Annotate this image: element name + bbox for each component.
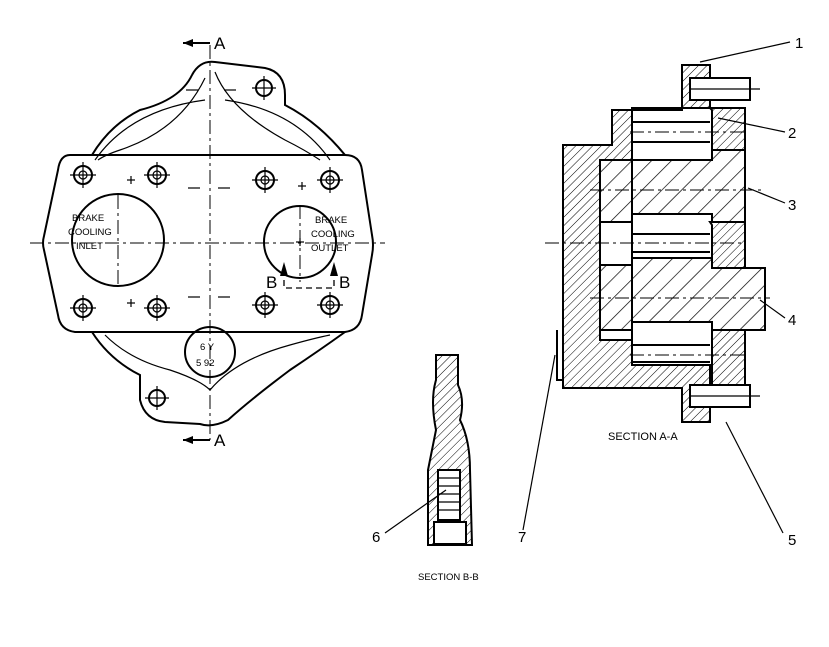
housing-section	[562, 64, 711, 423]
date-stamp-line-1: 6 Y	[200, 342, 215, 353]
section-b-b-title: SECTION B-B	[418, 572, 479, 583]
callouts: 1 2 3 4 5 6 7	[372, 35, 803, 549]
outlet-label-1: BRAKE	[315, 215, 347, 226]
lower-gear	[599, 257, 766, 331]
inlet-label-1: BRAKE	[72, 213, 104, 224]
section-a-marker-top: A	[183, 34, 226, 53]
callout-3: 3	[747, 187, 796, 214]
svg-text:B: B	[266, 273, 277, 292]
bolt-hole	[252, 76, 276, 100]
callout-7: 7	[518, 354, 556, 546]
svg-text:2: 2	[788, 125, 796, 142]
bolt-hole	[144, 162, 170, 188]
right-plate	[707, 107, 746, 151]
bolt-hole	[317, 167, 343, 193]
callout-2: 2	[717, 117, 796, 142]
callout-1: 1	[699, 35, 803, 63]
reference-marks	[127, 89, 306, 307]
bolt-hole	[144, 295, 170, 321]
upper-gear	[599, 149, 746, 223]
section-a-marker-bottom: A	[183, 431, 226, 450]
section-b-b-view: SECTION B-B	[418, 354, 479, 583]
section-a-a-view: SECTION A-A	[545, 64, 770, 443]
svg-text:A: A	[214, 34, 226, 53]
bolt-hole	[252, 292, 278, 318]
date-stamp-line-2: 5 92	[196, 358, 215, 369]
inlet-label-2: COOLING	[68, 227, 112, 238]
front-view-top-lug	[91, 60, 346, 156]
section-a-a-title: SECTION A-A	[608, 431, 678, 443]
svg-text:A: A	[214, 431, 226, 450]
bolt-hole	[70, 162, 96, 188]
outlet-label-2: COOLING	[311, 229, 355, 240]
bolt-hole	[145, 386, 169, 410]
bolt-hole	[252, 167, 278, 193]
front-view: A A BRAKE COOLING INLET BRAKE COOLING OU…	[30, 34, 385, 450]
callout-4: 4	[759, 299, 796, 329]
svg-text:4: 4	[788, 312, 796, 329]
svg-text:3: 3	[788, 197, 796, 214]
callout-6: 6	[372, 489, 447, 546]
bolt-holes	[70, 76, 343, 410]
outlet-label-3: OUTLET	[311, 243, 349, 254]
svg-text:B: B	[339, 273, 350, 292]
callout-5: 5	[725, 421, 796, 549]
cooling-inlet-port	[71, 193, 165, 287]
svg-text:5: 5	[788, 532, 796, 549]
svg-text:7: 7	[518, 529, 526, 546]
bolt-hole	[317, 292, 343, 318]
inlet-label-3: INLET	[76, 241, 103, 252]
bolt-hole	[70, 295, 96, 321]
section-b-marker: B B	[266, 262, 350, 292]
front-view-bottom-lug	[91, 331, 346, 427]
date-stamp	[184, 326, 236, 378]
svg-text:1: 1	[795, 35, 803, 52]
svg-text:6: 6	[372, 529, 380, 546]
